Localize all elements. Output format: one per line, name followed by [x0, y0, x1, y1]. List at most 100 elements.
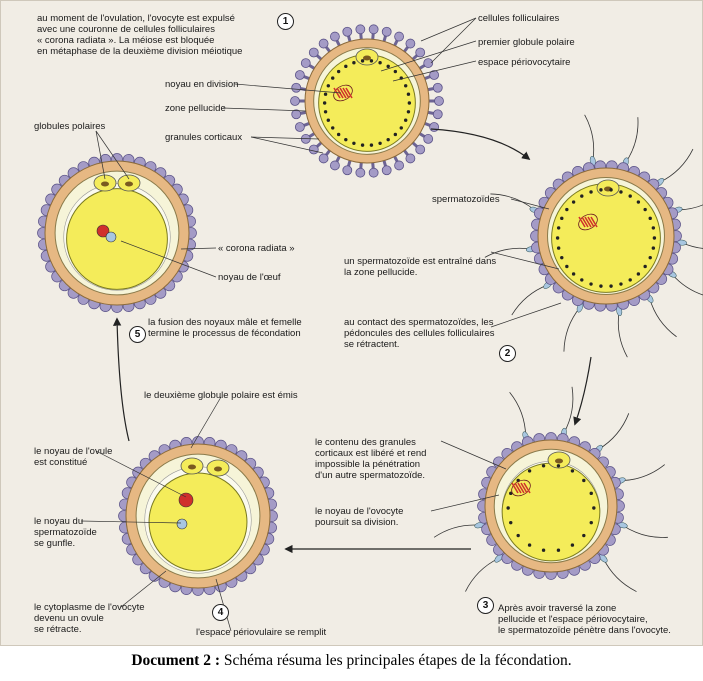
chromosome — [342, 87, 350, 99]
label-espace-remplit: l'espace périovulaire se remplit — [196, 627, 327, 638]
leader-line — [180, 247, 217, 250]
cytoplasm — [66, 188, 168, 290]
cortical-granule — [628, 278, 632, 282]
sperm-tail — [563, 307, 581, 352]
follicle-cell — [381, 165, 392, 176]
cortical-granule — [619, 190, 623, 194]
cortical-granule — [648, 216, 652, 221]
follicle-cell — [355, 167, 366, 178]
diagram-canvas: au moment de l'ovulation, l'ovocyte est … — [0, 0, 703, 646]
label-noyau-ovocyte-2: poursuit sa division. — [315, 517, 399, 528]
zygote-step-5 — [37, 153, 197, 313]
label-deuxieme-globule: le deuxième globule polaire est émis — [144, 390, 298, 401]
cytoplasm — [551, 183, 661, 293]
cortical-granule — [399, 126, 403, 130]
cortical-granule — [556, 246, 561, 250]
cytoplasm — [501, 462, 601, 562]
label-apres-1: Après avoir traversé la zone — [498, 603, 617, 614]
cortical-granule — [326, 118, 331, 122]
cortical-granule — [589, 190, 593, 194]
oocyte-step-2 — [484, 114, 703, 358]
label-premier-globule: premier globule polaire — [478, 37, 575, 48]
leader-line — [80, 520, 182, 524]
label-contenu-granules-4: d'un autre spermatozoïde. — [315, 470, 426, 481]
chromosome — [584, 216, 592, 228]
chromosome — [578, 216, 586, 228]
nucleus — [105, 231, 117, 243]
caption-text: Schéma résuma les principales étapes de … — [220, 652, 572, 669]
label-pedoncules-1: au contact des spermatozoïdes, les — [344, 317, 494, 328]
cortical-granule — [541, 464, 546, 468]
label-ovulation-1: au moment de l'ovulation, l'ovocyte est … — [37, 13, 235, 24]
cortical-granule — [589, 491, 593, 496]
leader-line — [490, 251, 560, 270]
follicle-cell — [290, 96, 300, 106]
cortical-granule — [336, 132, 341, 137]
label-apres-3: le spermatozoïde pénètre dans l'ovocyte. — [498, 625, 671, 636]
chromosome — [339, 87, 347, 99]
label-noyau-oeuf: noyau de l'œuf — [218, 272, 281, 283]
label-contenu-granules-1: le contenu des granules — [315, 437, 416, 448]
cortical-granule — [360, 143, 365, 147]
cortical-granule — [643, 264, 647, 269]
label-sperm-entraine-1: un spermatozoïde est entraîné dans — [344, 256, 497, 267]
cortical-granule — [331, 76, 335, 80]
leader-line — [250, 136, 324, 154]
polar-body-nucleus — [363, 55, 371, 61]
follicle-cell — [294, 70, 305, 80]
label-noyau-ovule-2: est constitué — [34, 457, 88, 468]
follicle-cell — [368, 167, 379, 178]
step-number-4: 4 — [212, 604, 229, 621]
cortical-granule — [565, 264, 569, 269]
cortical-granule — [516, 533, 520, 538]
cortical-granule — [403, 118, 408, 122]
chromosome — [520, 482, 528, 494]
cortical-granule — [344, 137, 348, 142]
sperm-tail — [625, 117, 639, 163]
label-pedoncules-3: se rétractent. — [344, 339, 400, 350]
follicle-cell — [300, 58, 311, 68]
cortical-granule — [406, 110, 411, 114]
chromosome — [587, 216, 595, 228]
cortical-granule — [651, 226, 656, 230]
label-cytoplasme-3: se rétracte. — [34, 624, 82, 635]
leader-line — [234, 83, 342, 94]
sperm-tail — [598, 413, 630, 450]
cortical-granule — [648, 255, 652, 260]
chromosome — [514, 482, 522, 494]
leader-line — [190, 396, 222, 449]
cortical-granule — [369, 143, 374, 147]
cortical-granule — [509, 520, 513, 525]
nucleus — [96, 224, 110, 238]
cortical-granule — [323, 110, 328, 114]
label-granules-corticaux: granules corticaux — [165, 132, 243, 143]
follicle-cell — [318, 153, 329, 164]
cortical-granule — [403, 84, 408, 88]
sperm-head — [599, 554, 608, 563]
caption-prefix: Document 2 : — [131, 652, 221, 669]
leader-line — [490, 302, 562, 328]
cortical-granule — [527, 469, 532, 473]
follicle-cell — [432, 109, 443, 120]
label-noyau-sperm-3: se gunfle. — [34, 538, 76, 549]
follicle-cell — [405, 153, 416, 164]
cortical-granule — [643, 207, 647, 212]
cortical-granule — [609, 284, 613, 288]
follicle-cell — [318, 38, 329, 49]
cortical-granule — [352, 61, 356, 65]
cortical-granule — [378, 61, 382, 65]
leader-line — [510, 198, 550, 210]
label-pedoncules-2: pédoncules des cellules folliculaires — [344, 328, 495, 339]
chromosome — [511, 482, 519, 494]
ovule-step-4 — [118, 436, 278, 596]
cytoplasm — [148, 472, 248, 572]
leader-line — [95, 450, 187, 498]
cortical-granule — [580, 194, 584, 198]
cortical-granule — [326, 84, 331, 88]
spindle — [511, 479, 531, 497]
leader-line — [440, 440, 507, 470]
figure-caption: Document 2 : Schéma résuma les principal… — [0, 652, 703, 670]
fertilization-diagram — [37, 17, 703, 632]
cortical-granule — [323, 92, 328, 96]
arrow-4-to-5 — [112, 317, 130, 442]
